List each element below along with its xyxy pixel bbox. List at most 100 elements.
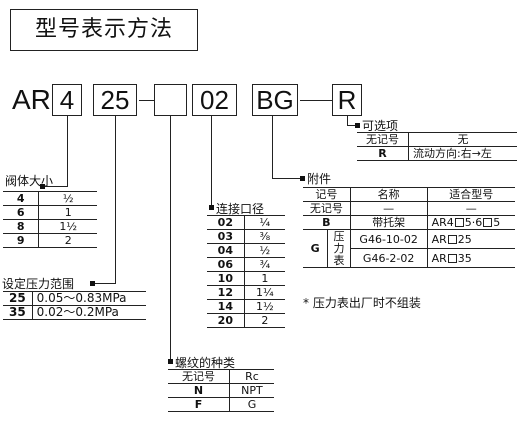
table-key: 6 bbox=[3, 205, 40, 220]
table-value: ½ bbox=[244, 243, 285, 258]
table-value: 2 bbox=[244, 313, 285, 328]
leader-size-h bbox=[42, 186, 68, 187]
table-row: G46-2-02 AR 35 bbox=[303, 248, 515, 268]
gauge-char: 表 bbox=[333, 253, 345, 267]
table-key: 9 bbox=[3, 233, 40, 248]
gauge-char: 压 bbox=[333, 229, 345, 243]
code-dash-2 bbox=[300, 100, 332, 101]
table-key: 35 bbox=[3, 305, 33, 320]
model-text: AR bbox=[431, 232, 447, 246]
table-key: N bbox=[168, 383, 230, 398]
model-text: 5 bbox=[493, 216, 501, 229]
leader-accessory-h bbox=[272, 178, 302, 179]
blank-square bbox=[454, 218, 464, 227]
table-value: G46-10-02 bbox=[350, 229, 428, 249]
blank-square bbox=[447, 253, 457, 263]
model-text: AR4 bbox=[431, 216, 454, 229]
table-key: 12 bbox=[207, 285, 245, 300]
table-key: 06 bbox=[207, 257, 245, 272]
code-size-box: 4 bbox=[52, 84, 82, 116]
thread-label: 螺纹的种类 bbox=[175, 356, 236, 370]
page-title: 型号表示方法 bbox=[10, 9, 198, 51]
code-pressure-box: 25 bbox=[93, 84, 137, 116]
leader-port-dot bbox=[209, 205, 214, 210]
leader-pressure bbox=[115, 116, 116, 283]
table-row: 无记号 — — bbox=[303, 201, 515, 216]
table-value: AR 25 bbox=[427, 229, 515, 249]
table-value: ¾ bbox=[244, 257, 285, 272]
code-accessory-box: BG bbox=[252, 84, 298, 116]
column-header: 适合型号 bbox=[427, 187, 515, 202]
table-value: G46-2-02 bbox=[350, 248, 428, 268]
column-header: 记号 bbox=[303, 187, 351, 202]
leader-thread-dot bbox=[168, 359, 173, 364]
table-value: 带托架 bbox=[350, 215, 428, 230]
table-key: B bbox=[303, 215, 351, 230]
gauge-char: 力 bbox=[333, 241, 345, 255]
code-prefix: AR bbox=[12, 84, 51, 115]
table-value: 1 bbox=[244, 271, 285, 286]
table-value: ⅜ bbox=[244, 229, 285, 244]
leader-port bbox=[211, 116, 212, 208]
table-value: Rc bbox=[229, 369, 274, 384]
code-thread-box bbox=[154, 84, 187, 116]
table-key: R bbox=[357, 146, 409, 161]
table-key: 8 bbox=[3, 219, 40, 234]
table-key: 04 bbox=[207, 243, 245, 258]
leader-pressure-dot bbox=[90, 281, 95, 286]
table-key: F bbox=[168, 397, 230, 412]
code-port-box: 02 bbox=[192, 84, 237, 116]
table-key: 20 bbox=[207, 313, 245, 328]
model-text: 35 bbox=[457, 251, 472, 265]
port-size-label: 连接口径 bbox=[216, 202, 265, 216]
table-value: AR4 5·6 5 bbox=[427, 215, 515, 230]
code-dash-1 bbox=[139, 100, 154, 101]
leader-size-dot bbox=[40, 184, 45, 189]
leader-pressure-h bbox=[92, 283, 116, 284]
table-value: 0.02～0.2MPa bbox=[32, 305, 146, 320]
column-header: 名称 bbox=[350, 187, 428, 202]
table-value: ¼ bbox=[244, 215, 285, 230]
gauge-label: 压力表 bbox=[327, 229, 351, 268]
code-option-box: R bbox=[332, 84, 362, 116]
blank-square bbox=[447, 234, 457, 244]
table-value: 2 bbox=[38, 233, 97, 248]
option-label: 可选项 bbox=[362, 119, 399, 133]
table-value: 1 bbox=[38, 205, 97, 220]
body-size-label: 阀体大小 bbox=[5, 174, 54, 188]
table-value: 1½ bbox=[38, 219, 97, 234]
table-value: ½ bbox=[38, 191, 97, 206]
table-header-row: 记号 名称 适合型号 bbox=[303, 187, 515, 202]
leader-accessory-dot bbox=[300, 176, 305, 181]
model-text: 5·6 bbox=[464, 216, 483, 229]
table-value: 无 bbox=[408, 132, 517, 147]
table-value: — bbox=[427, 201, 515, 216]
table-key: 25 bbox=[3, 291, 33, 306]
blank-square bbox=[483, 218, 493, 227]
leader-thread bbox=[170, 116, 171, 362]
model-text: AR bbox=[431, 251, 447, 265]
table-key: 10 bbox=[207, 271, 245, 286]
model-text: 25 bbox=[457, 232, 472, 246]
pressure-label: 设定压力范围 bbox=[2, 277, 75, 291]
table-key: 无记号 bbox=[168, 369, 230, 384]
table-key: 02 bbox=[207, 215, 245, 230]
table-value: G bbox=[229, 397, 274, 412]
table-row: 无记号无 bbox=[357, 132, 517, 147]
